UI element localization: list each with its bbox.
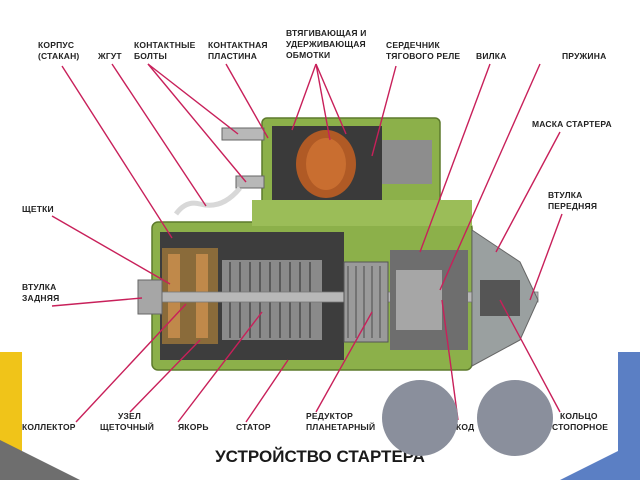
label-vtulka-zadnyaya: ВТУЛКА ЗАДНЯЯ [22,282,59,303]
label-zhgut: ЖГУТ [97,51,122,61]
label-shchetki: ЩЕТКИ [22,204,54,214]
starter-cutaway-illustration [137,117,539,371]
label-obmotki: ВТЯГИВАЮЩАЯ И УДЕРЖИВАЮЩАЯ ОБМОТКИ [286,28,369,60]
label-maska: МАСКА СТАРТЕРА [532,119,612,129]
label-vilka: ВИЛКА [476,51,507,61]
label-kod: КОД [456,422,474,432]
label-reduktor: РЕДУКТОР ПЛАНЕТАРНЫЙ [306,411,375,432]
label-kollektor: КОЛЛЕКТОР [22,422,76,432]
planetary-gear [343,261,389,343]
label-pruzhina: ПРУЖИНА [562,51,606,61]
gray-circle-left [382,380,458,456]
blue-accent-corner [560,440,640,480]
label-koltso: КОЛЬЦО СТОПОРНОЕ [552,411,608,432]
part-labels: КОРПУС (СТАКАН) ЖГУТ КОНТАКТНЫЕ БОЛТЫ КО… [22,28,612,432]
gray-accent-corner [0,440,80,480]
label-stator: СТАТОР [236,422,271,432]
label-serdechnik: СЕРДЕЧНИК ТЯГОВОГО РЕЛЕ [386,40,460,61]
leader-lines [51,63,563,423]
label-kontaktnye-bolty: КОНТАКТНЫЕ БОЛТЫ [134,40,198,61]
gray-circle-right [477,380,553,456]
wire-harness [173,186,242,216]
rear-bushing [137,279,163,315]
contact-bolt-upper [221,127,265,141]
label-vtulka-perednyaya: ВТУЛКА ПЕРЕДНЯЯ [548,190,597,211]
contact-bolt-lower [235,175,265,189]
label-kontaktnaya-plastina: КОНТАКТНАЯ ПЛАСТИНА [208,40,270,61]
label-korpus: КОРПУС (СТАКАН) [38,40,79,61]
label-uzel: УЗЕЛ ЩЕТОЧНЫЙ [100,411,154,432]
label-yakor: ЯКОРЬ [178,422,209,432]
slide-title: УСТРОЙСТВО СТАРТЕРА [215,447,425,466]
